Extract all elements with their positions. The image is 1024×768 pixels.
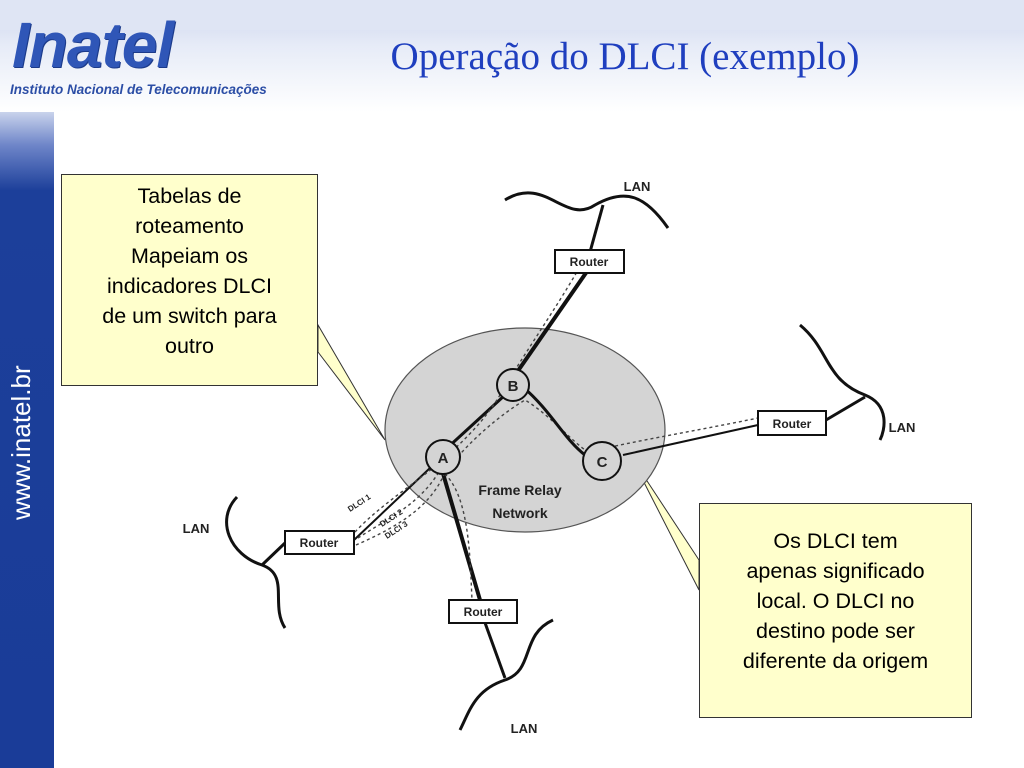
callout-routing-tables: Tabelas de roteamento Mapeiam os indicad… — [61, 174, 318, 386]
lan-cable-bottom — [458, 618, 554, 731]
node-c — [582, 441, 622, 481]
router-left-label: Router — [300, 536, 339, 550]
callout-left-line: Mapeiam os — [130, 244, 249, 268]
network-label-line2: Network — [492, 505, 547, 521]
callout-left-line: indicadores DLCI — [107, 274, 272, 298]
node-b-label: B — [508, 378, 519, 395]
node-c-label: C — [597, 454, 608, 471]
header-background: Inatel Instituto Nacional de Telecomunic… — [0, 0, 1024, 112]
lan-label-bottom: LAN — [511, 721, 538, 736]
router-bottom-label: Router — [464, 605, 503, 619]
link-b-c — [523, 386, 586, 457]
inatel-logo: Inatel — [12, 9, 174, 81]
link-router-top-b — [511, 268, 590, 380]
callout-left-line: Tabelas de — [137, 184, 242, 208]
callout-right-line: diferente da origem — [742, 649, 929, 673]
dlci-label-1: DLCI 1 — [346, 492, 373, 514]
lan-cable-left — [225, 495, 287, 629]
router-top — [554, 249, 625, 274]
frame-relay-network — [384, 327, 666, 533]
lan-label-top: LAN — [624, 179, 651, 194]
link-a-router-bottom — [440, 469, 482, 601]
connector-top — [588, 204, 605, 253]
header-band — [0, 0, 1024, 30]
node-a — [425, 439, 461, 475]
callout-left-line: outro — [164, 334, 214, 358]
callout-left-pointer — [317, 323, 386, 441]
vc-path-right — [355, 399, 759, 546]
callout-right-line: local. O DLCI no — [756, 589, 915, 613]
lan-cable-top — [504, 191, 670, 229]
link-router-right-c — [622, 424, 759, 456]
callout-right-line: Os DLCI tem — [773, 529, 898, 553]
logo-subtitle: Instituto Nacional de Telecomunicações — [10, 82, 267, 97]
node-a-label: A — [438, 450, 449, 467]
callout-left-line: de um switch para — [102, 304, 277, 328]
node-b — [496, 368, 530, 402]
lan-label-left: LAN — [183, 521, 210, 536]
slide-title: Operação do DLCI (exemplo) — [390, 35, 860, 78]
link-a-b — [443, 393, 507, 452]
vc-path-top — [354, 269, 579, 533]
lan-label-right: LAN — [889, 420, 916, 435]
router-bottom — [448, 599, 518, 624]
sidebar — [0, 112, 54, 768]
vc-path-bottom — [357, 469, 473, 601]
router-left — [284, 530, 355, 555]
link-router-left-a — [353, 467, 431, 541]
callout-left-line: roteamento — [135, 214, 244, 238]
lan-cable-right — [799, 323, 886, 441]
connector-bottom — [482, 619, 507, 679]
callout-right-line: destino pode ser — [756, 619, 915, 643]
connector-left — [260, 541, 287, 567]
router-right — [757, 410, 827, 436]
callout-right-line: apenas significado — [746, 559, 925, 583]
network-label-line1: Frame Relay — [478, 482, 561, 498]
connector-right — [825, 395, 866, 422]
callout-local-significance: Os DLCI tem apenas significado local. O … — [699, 503, 972, 718]
router-top-label: Router — [570, 255, 609, 269]
router-right-label: Router — [773, 417, 812, 431]
